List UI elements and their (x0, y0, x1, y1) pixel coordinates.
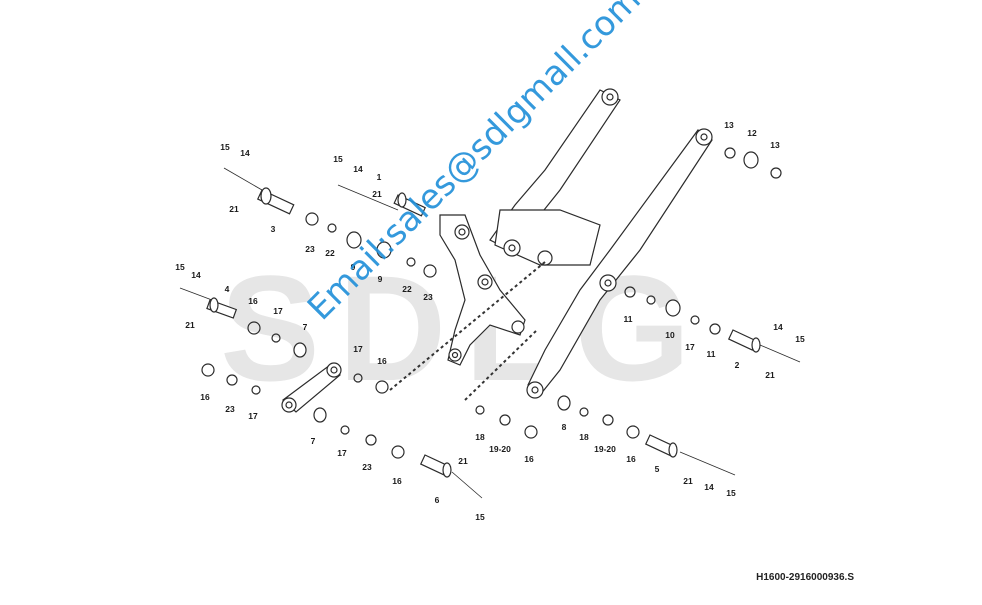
callout-label: 21 (372, 189, 382, 199)
callout-label: 13 (724, 120, 734, 130)
callout-label: 13 (770, 140, 780, 150)
callout-label: 5 (655, 464, 660, 474)
callout-label: 19-20 (489, 444, 511, 454)
callout-label: 16 (377, 356, 387, 366)
callout-label: 16 (248, 296, 258, 306)
callout-label: 7 (311, 436, 316, 446)
dashed-leaders (389, 261, 546, 401)
callout-label: 17 (353, 344, 363, 354)
callout-label: 18 (475, 432, 485, 442)
callout-label: 19-20 (594, 444, 616, 454)
callout-label: 21 (185, 320, 195, 330)
rings (201, 147, 782, 459)
callout-label: 17 (337, 448, 347, 458)
callout-label: 14 (191, 270, 201, 280)
callout-label: 16 (626, 454, 636, 464)
callout-label: 7 (303, 322, 308, 332)
callout-label: 23 (423, 292, 433, 302)
callout-labels: 1234567789910111112131314141414141515151… (175, 120, 805, 522)
callout-label: 11 (707, 349, 716, 359)
callout-label: 22 (325, 248, 335, 258)
callout-label: 17 (685, 342, 695, 352)
callout-label: 16 (524, 454, 534, 464)
callout-label: 21 (683, 476, 693, 486)
callout-label: 1 (377, 172, 382, 182)
linkage-drawing (179, 88, 801, 499)
callout-label: 10 (665, 330, 675, 340)
callout-label: 23 (225, 404, 235, 414)
callout-label: 9 (378, 274, 383, 284)
callout-label: 21 (229, 204, 239, 214)
callout-label: 15 (333, 154, 343, 164)
callout-label: 3 (271, 224, 276, 234)
callout-label: 17 (273, 306, 283, 316)
drawing-code: H1600-2916000936.S (756, 572, 854, 583)
callout-label: 16 (392, 476, 402, 486)
callout-label: 14 (240, 148, 250, 158)
callout-label: 15 (175, 262, 185, 272)
callout-label: 14 (704, 482, 714, 492)
callout-label: 15 (220, 142, 230, 152)
callout-label: 21 (458, 456, 468, 466)
axis-lines (179, 167, 801, 499)
callout-label: 21 (765, 370, 775, 380)
callout-label: 23 (305, 244, 315, 254)
callout-label: 11 (624, 314, 633, 324)
callout-label: 16 (200, 392, 210, 402)
callout-label: 4 (225, 284, 230, 294)
callout-label: 9 (351, 262, 356, 272)
callout-label: 15 (726, 488, 736, 498)
callout-label: 8 (562, 422, 567, 432)
callout-label: 22 (402, 284, 412, 294)
callout-label: 23 (362, 462, 372, 472)
callout-label: 14 (353, 164, 363, 174)
callout-label: 18 (579, 432, 589, 442)
callout-label: 17 (248, 411, 258, 421)
callout-label: 15 (475, 512, 485, 522)
callout-label: 6 (435, 495, 440, 505)
callout-label: 15 (795, 334, 805, 344)
callout-label: 12 (747, 128, 757, 138)
callout-label: 14 (773, 322, 783, 332)
callout-label: 2 (735, 360, 740, 370)
